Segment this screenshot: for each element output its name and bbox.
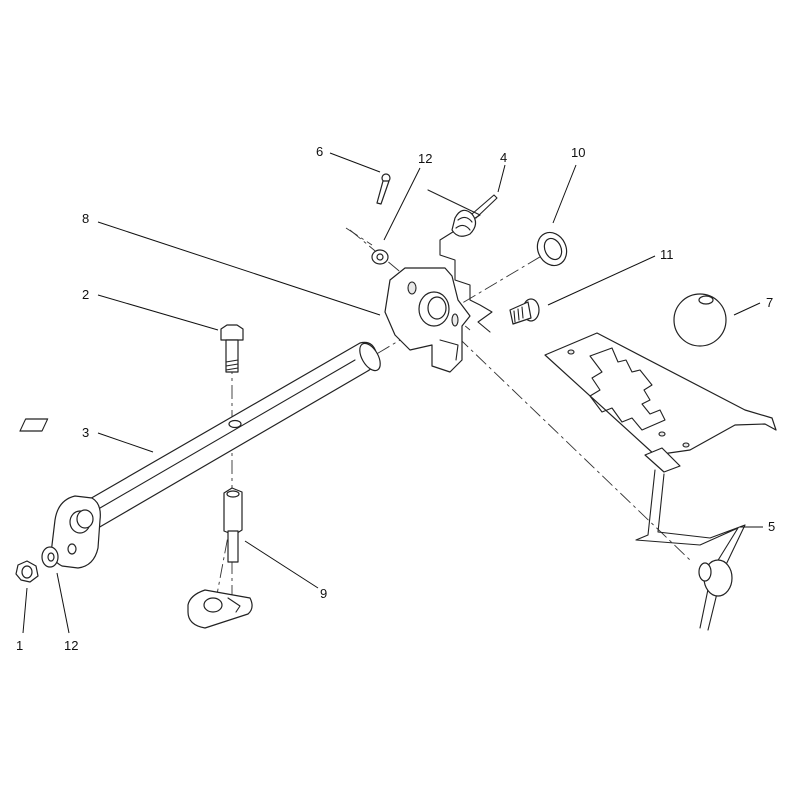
callout-1: 1 <box>16 638 23 653</box>
part-12-washer-lower <box>41 546 59 568</box>
callout-3: 3 <box>82 425 89 440</box>
callout-12-upper: 12 <box>418 151 432 166</box>
callout-8: 8 <box>82 211 89 226</box>
part-3-end-flange <box>51 495 101 569</box>
part-12-washer-upper <box>371 249 389 265</box>
callout-11: 11 <box>660 247 674 262</box>
callout-4: 4 <box>500 150 507 165</box>
callout-5: 5 <box>768 519 775 534</box>
part-5-shift-plate <box>544 332 777 456</box>
part-5-shift-lever <box>635 447 746 631</box>
leader-lines <box>22 152 763 634</box>
part-10-washer <box>536 231 568 267</box>
callout-6: 6 <box>316 144 323 159</box>
callout-2: 2 <box>82 287 89 302</box>
callout-12-lower: 12 <box>64 638 78 653</box>
part-4-spring <box>427 189 498 333</box>
part-8-bracket <box>384 267 471 373</box>
part-9-clevis <box>187 589 253 629</box>
part-6-pin <box>345 173 391 246</box>
callout-labels: 6 12 4 10 8 11 2 7 3 5 9 1 12 <box>16 144 775 653</box>
callout-7: 7 <box>766 295 773 310</box>
part-1-nut <box>15 560 39 583</box>
part-3-shaft-tube <box>19 341 381 529</box>
part-11-shoulder-bolt <box>509 298 540 325</box>
callout-10: 10 <box>571 145 585 160</box>
center-lines <box>54 229 691 606</box>
part-2-bolt <box>220 324 244 373</box>
part-9-spacer <box>223 487 243 563</box>
callout-9: 9 <box>320 586 327 601</box>
